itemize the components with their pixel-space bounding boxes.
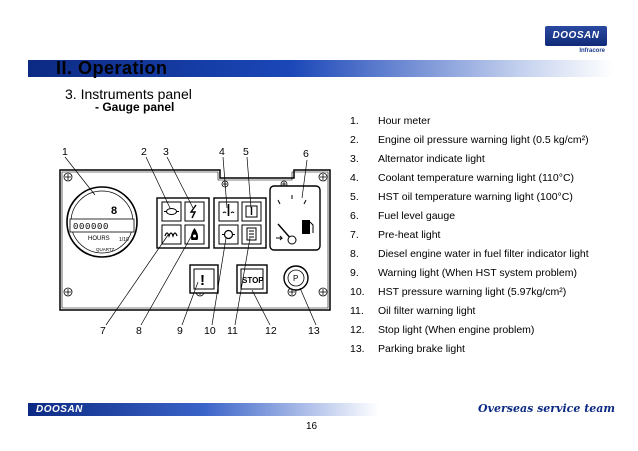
legend-item: 7.Pre-heat light xyxy=(350,229,441,241)
hst-oil-temp-icon xyxy=(245,205,258,218)
hour-meter: 8 000000 HOURS 1/10 QUARTZ xyxy=(66,186,138,258)
footer-team-label: Overseas service team xyxy=(478,402,616,415)
warning-light-cluster-left xyxy=(156,197,210,249)
legend-item: 2.Engine oil pressure warning light (0.5… xyxy=(350,134,589,146)
hour-meter-brand: QUARTZ xyxy=(96,247,115,252)
hour-meter-top-digit: 8 xyxy=(111,205,117,217)
callout-5: 5 xyxy=(243,146,249,158)
callout-11: 11 xyxy=(227,325,238,337)
doosan-logo: DOOSAN Infracore xyxy=(545,26,607,60)
callout-4: 4 xyxy=(219,146,225,158)
water-in-fuel-icon xyxy=(190,228,199,240)
callout-1: 1 xyxy=(62,146,68,158)
legend-item: 6.Fuel level gauge xyxy=(350,210,456,222)
oil-filter-icon xyxy=(246,227,257,241)
legend-item: 8.Diesel engine water in fuel filter ind… xyxy=(350,248,589,260)
hour-meter-unit: HOURS xyxy=(88,236,110,242)
callout-8: 8 xyxy=(136,325,142,337)
callout-13: 13 xyxy=(308,325,320,337)
callout-3: 3 xyxy=(163,146,169,158)
hour-meter-digits: 000000 xyxy=(73,222,109,232)
legend-item: 10.HST pressure warning light (5.97kg/cm… xyxy=(350,286,567,298)
footer-bar xyxy=(28,403,613,416)
leader-lines xyxy=(64,156,317,326)
footer-logo: DOOSAN xyxy=(36,404,83,415)
legend-item: 9.Warning light (When HST system problem… xyxy=(350,267,577,279)
warning-light: ! xyxy=(189,264,219,294)
stop-label: STOP xyxy=(242,276,264,285)
callout-2: 2 xyxy=(141,146,147,158)
legend-item: 4.Coolant temperature warning light (110… xyxy=(350,172,575,184)
legend-item: 5.HST oil temperature warning light (100… xyxy=(350,191,573,203)
callout-7: 7 xyxy=(100,325,106,337)
callout-12: 12 xyxy=(265,325,277,337)
parking-brake-light: P xyxy=(283,265,309,291)
fuel-pump-icon xyxy=(302,220,314,234)
fuel-level-gauge xyxy=(269,185,321,251)
alternator-icon xyxy=(189,204,197,219)
hour-meter-fraction: 1/10 xyxy=(119,237,129,243)
page-number: 16 xyxy=(306,421,318,432)
logo-subtext: Infracore xyxy=(579,48,605,54)
coolant-temp-icon xyxy=(222,204,235,216)
preheat-icon xyxy=(164,232,178,238)
header-bar xyxy=(28,60,613,77)
legend-item: 11.Oil filter warning light xyxy=(350,305,476,317)
section-subtitle: - Gauge panel xyxy=(95,100,175,114)
section-title: 3. Instruments panel xyxy=(65,86,192,102)
warning-light-cluster-right xyxy=(213,197,267,249)
warning-symbol: ! xyxy=(200,272,205,289)
callout-6: 6 xyxy=(303,148,309,160)
legend-item: 13.Parking brake light xyxy=(350,343,465,355)
legend-item: 12.Stop light (When engine problem) xyxy=(350,324,535,336)
callout-9: 9 xyxy=(177,325,183,337)
callout-10: 10 xyxy=(204,325,216,337)
svg-text:P: P xyxy=(293,274,298,283)
legend-item: 1.Hour meter xyxy=(350,115,431,127)
legend-item: 3.Alternator indicate light xyxy=(350,153,485,165)
oil-pressure-icon xyxy=(164,208,179,215)
gauge-panel-diagram: 1 2 3 4 5 6 8 000000 HOURS 1/10 QUARTZ xyxy=(59,146,331,337)
component-legend: 1.Hour meter 2.Engine oil pressure warni… xyxy=(350,112,630,359)
stop-light: STOP xyxy=(236,264,268,294)
page-title: II. Operation xyxy=(56,58,168,78)
hst-pressure-icon xyxy=(222,229,235,240)
logo-word: DOOSAN xyxy=(545,26,607,46)
